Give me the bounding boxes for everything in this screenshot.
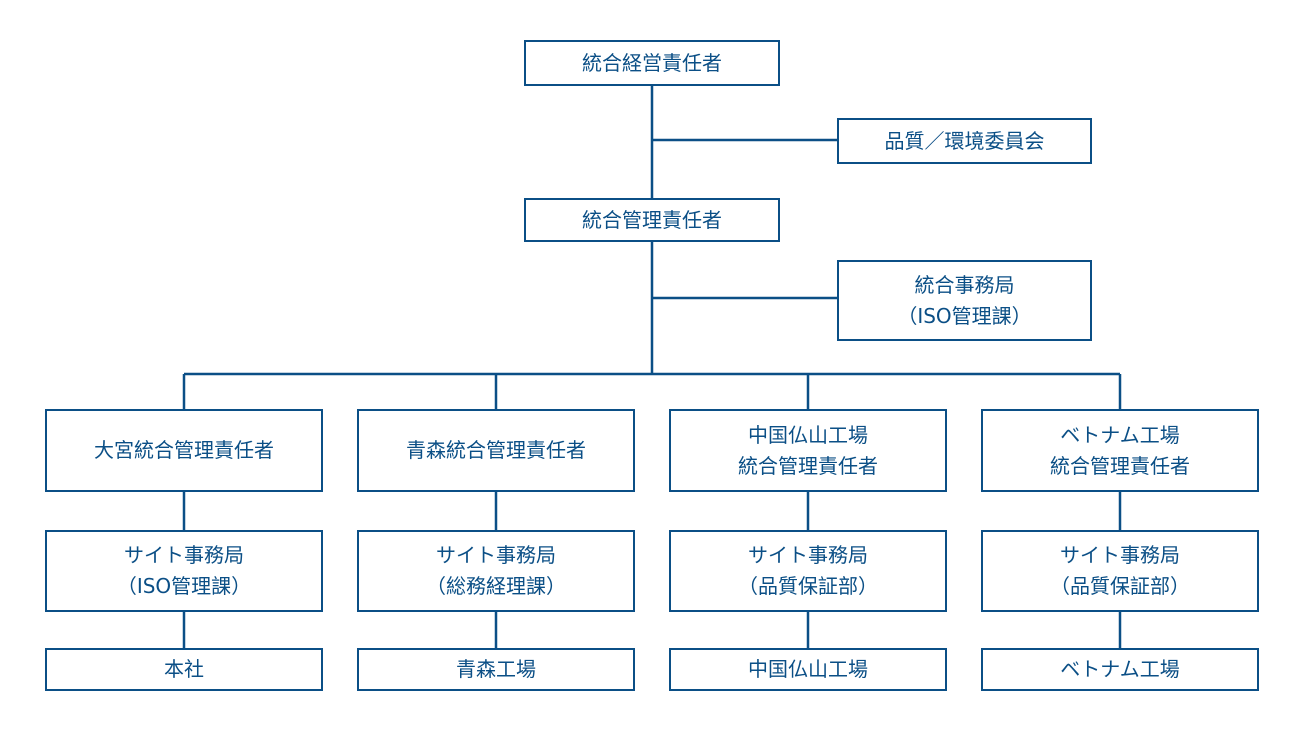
site-manager-line1: ベトナム工場 [1060,422,1180,447]
site-location-label: ベトナム工場 [1060,657,1180,681]
committee-box: 品質／環境委員会 [837,118,1092,164]
secretariat-line1: 統合事務局 [914,272,1015,297]
manager-box: 統合管理責任者 [524,198,780,242]
site-1-location-box: 本社 [45,648,323,691]
secretariat-box: 統合事務局 （ISO管理課） [837,260,1092,341]
site-1-manager-box: 大宮統合管理責任者 [45,409,323,492]
top-executive-box: 統合経営責任者 [524,40,780,86]
site-3-manager-box: 中国仏山工場 統合管理責任者 [669,409,947,492]
site-3-office-box: サイト事務局 （品質保証部） [669,530,947,612]
site-office-line2: （ISO管理課） [116,574,252,598]
site-office-line1: サイト事務局 [1060,543,1180,567]
site-1-office-box: サイト事務局 （ISO管理課） [45,530,323,612]
site-2-office-box: サイト事務局 （総務経理課） [357,530,635,612]
site-location-label: 青森工場 [456,657,536,681]
site-office-line1: サイト事務局 [124,543,244,567]
manager-label: 統合管理責任者 [582,207,722,232]
top-executive-label: 統合経営責任者 [582,50,722,75]
site-office-line1: サイト事務局 [748,543,868,567]
site-location-label: 中国仏山工場 [748,657,868,681]
site-4-office-box: サイト事務局 （品質保証部） [981,530,1259,612]
site-office-line2: （総務経理課） [426,574,566,598]
site-manager-line1: 大宮統合管理責任者 [94,438,274,462]
site-office-line2: （品質保証部） [738,574,878,598]
site-manager-line2: 統合管理責任者 [1050,453,1190,478]
site-4-manager-box: ベトナム工場 統合管理責任者 [981,409,1259,492]
secretariat-line2: （ISO管理課） [897,303,1032,328]
site-manager-line2: 統合管理責任者 [738,453,878,478]
site-4-location-box: ベトナム工場 [981,648,1259,691]
site-2-location-box: 青森工場 [357,648,635,691]
site-office-line1: サイト事務局 [436,543,556,567]
site-3-location-box: 中国仏山工場 [669,648,947,691]
committee-label: 品質／環境委員会 [884,128,1045,153]
site-manager-line1: 青森統合管理責任者 [406,438,586,462]
site-office-line2: （品質保証部） [1050,574,1190,598]
site-2-manager-box: 青森統合管理責任者 [357,409,635,492]
site-manager-line1: 中国仏山工場 [748,422,868,447]
site-location-label: 本社 [164,657,204,681]
